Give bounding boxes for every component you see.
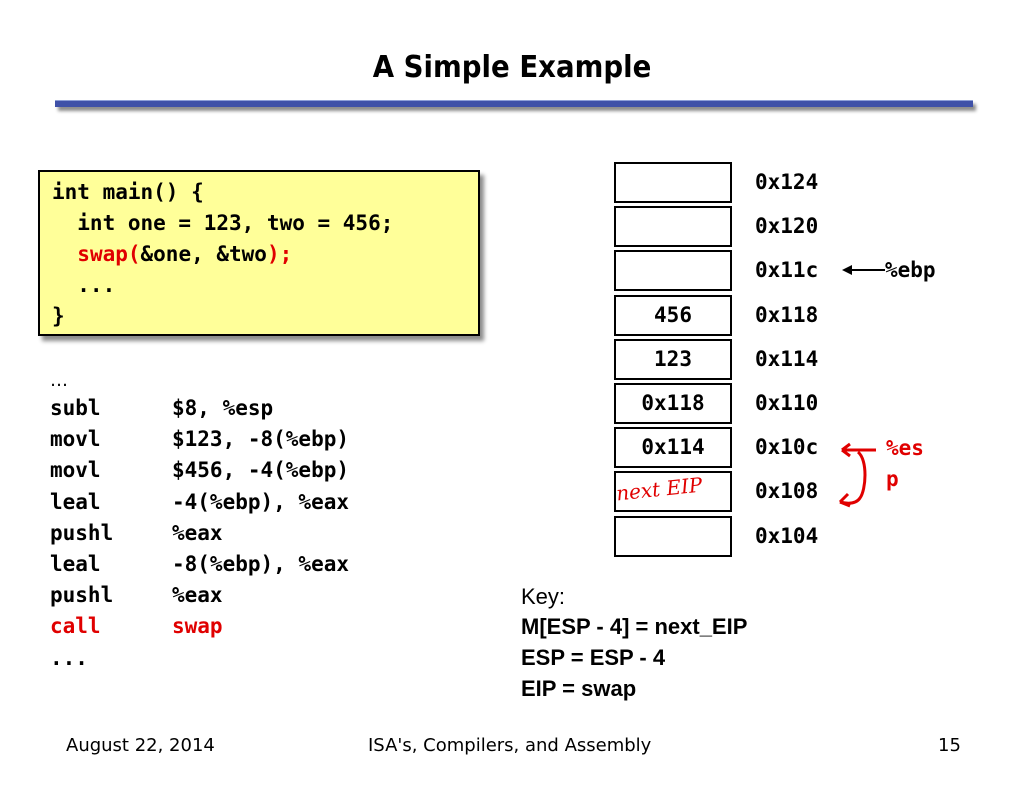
ebp-arrow-icon (842, 265, 885, 275)
code-indent (52, 242, 77, 266)
asm-op: subl (50, 396, 101, 420)
code-line-5: } (52, 304, 65, 328)
esp-label-line1: %es (886, 436, 924, 460)
stack-address: 0x118 (755, 302, 819, 327)
asm-args: %eax (172, 583, 223, 608)
key-line-1: M[ESP - 4] = next_EIP (521, 614, 748, 639)
asm-trailing: ... (50, 646, 88, 670)
esp-curve-arrow-icon (838, 442, 876, 508)
swap-call-open: swap( (77, 242, 141, 266)
code-line-1: int main() { (52, 180, 204, 204)
code-line-3: swap(&one, &two); (52, 242, 292, 266)
key-line-2: ESP = ESP - 4 (521, 645, 666, 670)
code-line-4: ... (52, 273, 116, 297)
asm-args: -4(%ebp), %eax (172, 489, 350, 514)
stack-cell (614, 206, 732, 248)
c-code-box: int main() { int one = 123, two = 456; s… (38, 170, 480, 336)
asm-ellipsis: … (50, 370, 68, 391)
key-heading: Key: (521, 584, 566, 609)
asm-args: $8, %esp (172, 396, 274, 420)
stack-address: 0x114 (755, 346, 819, 371)
asm-op: movl (50, 427, 101, 452)
asm-op: pushl (50, 520, 114, 545)
stack-cell (614, 471, 732, 513)
stack-cell (614, 162, 732, 203)
asm-op: leal (50, 552, 101, 576)
asm-op: call (50, 614, 101, 639)
asm-args: $123, -8(%ebp) (172, 427, 350, 452)
asm-args: -8(%ebp), %eax (172, 552, 350, 576)
asm-op: leal (50, 489, 101, 514)
stack-address: 0x11c (755, 258, 819, 283)
key-line-3: EIP = swap (521, 676, 637, 701)
asm-args: $456, -4(%ebp) (172, 458, 350, 483)
footer-course: ISA's, Compilers, and Assembly (368, 735, 652, 756)
stack-cell (614, 250, 732, 292)
asm-args: %eax (172, 520, 223, 545)
stack-cell: 123 (614, 338, 732, 380)
stack-address: 0x108 (755, 479, 819, 504)
stack-cell: 0x114 (614, 427, 732, 469)
stack-address: 0x124 (755, 170, 819, 194)
code-line-2: int one = 123, two = 456; (52, 211, 394, 235)
footer-date: August 22, 2014 (66, 735, 215, 756)
stack-cell: 456 (614, 294, 732, 336)
stack-cell (614, 515, 732, 557)
asm-op: movl (50, 458, 101, 483)
asm-args: swap (172, 614, 223, 639)
ebp-label: %ebp (885, 258, 936, 282)
stack-address: 0x110 (755, 391, 819, 415)
esp-label-line2: p (886, 467, 899, 491)
stack-address: 0x120 (755, 214, 819, 239)
stack-cell: 0x118 (614, 383, 732, 424)
swap-call-close: ); (266, 242, 293, 266)
stack-address: 0x104 (755, 523, 819, 548)
title-divider (55, 100, 973, 107)
footer-page-number: 15 (938, 735, 961, 756)
stack-address: 0x10c (755, 435, 819, 460)
swap-call-args: &one, &two (140, 242, 267, 266)
slide-title: A Simple Example (372, 50, 652, 85)
asm-op: pushl (50, 583, 114, 608)
